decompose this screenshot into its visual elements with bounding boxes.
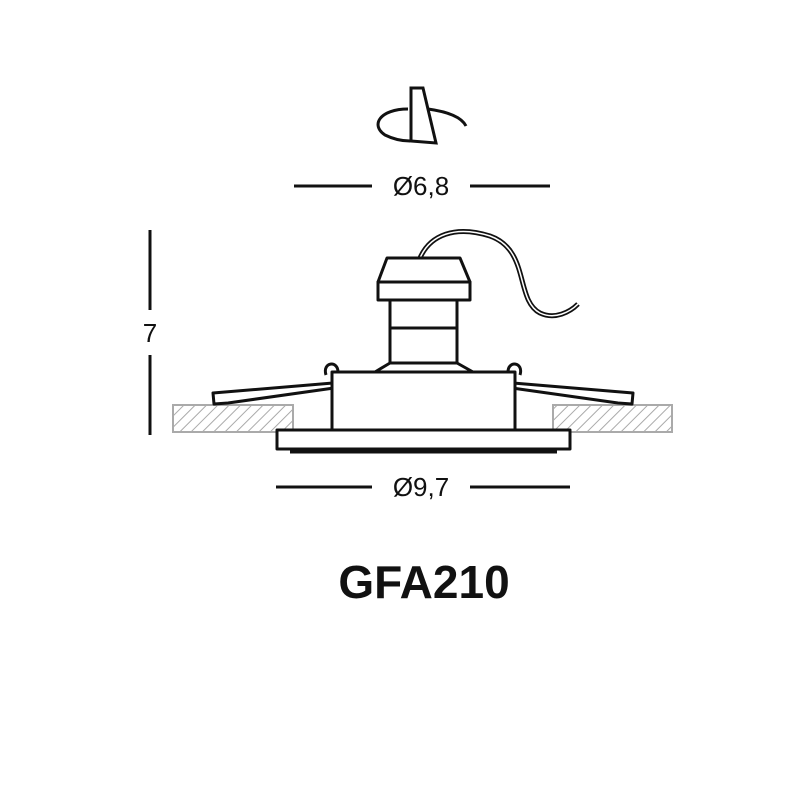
cutout-diameter-label: Ø6,8: [393, 171, 449, 201]
fixture: [211, 256, 635, 454]
cutout-diameter-dimension: Ø6,8: [294, 171, 550, 201]
tilt-rotation-icon: [376, 86, 468, 145]
model-name: GFA210: [338, 556, 509, 608]
height-label: 7: [143, 318, 157, 348]
ceiling-right: [552, 404, 673, 433]
cable: [417, 229, 580, 319]
outer-diameter-label: Ø9,7: [393, 472, 449, 502]
ceiling-left: [172, 404, 294, 433]
height-dimension: 7: [143, 230, 157, 435]
outer-diameter-dimension: Ø9,7: [276, 472, 570, 502]
